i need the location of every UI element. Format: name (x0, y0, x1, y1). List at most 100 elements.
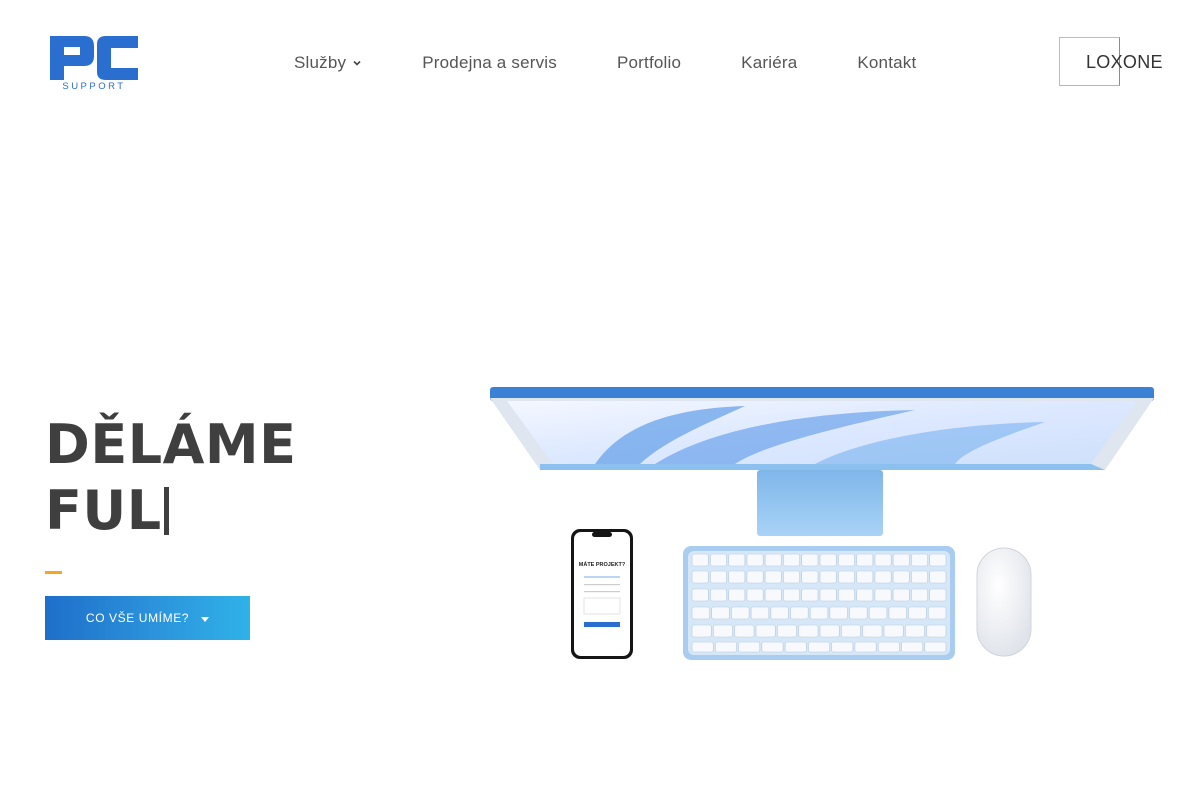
cta-label: CO VŠE UMÍME? (85, 611, 190, 625)
hero-title-typed-text: FUL (45, 479, 162, 542)
keyboard-key (746, 570, 764, 584)
keyboard-key (691, 624, 712, 638)
keyboard-key (746, 588, 764, 602)
nav-item-kariera[interactable]: Kariéra (741, 53, 797, 73)
hero-title-line-1: DĚLÁME (45, 413, 297, 476)
keyboard-key (784, 641, 807, 653)
keyboard-key (927, 606, 947, 620)
keyboard-key (829, 606, 848, 620)
keyboard-key (911, 588, 928, 602)
keyboard-key (783, 570, 800, 584)
keyboard-key (783, 588, 800, 602)
keyboard-key (731, 606, 750, 620)
keyboard-key (755, 624, 776, 638)
caret-down-icon (201, 616, 210, 622)
hero-title-line-2: FUL (45, 478, 297, 544)
keyboard-key (819, 588, 837, 602)
keyboard-key (770, 606, 789, 620)
keyboard-key (840, 624, 861, 638)
keyboard-key (892, 553, 910, 567)
keyboard-key (734, 624, 755, 638)
logo-tagline: SUPPORT (62, 81, 125, 90)
keyboard-key (808, 641, 830, 653)
keyboard-key (713, 624, 733, 638)
keyboard-key (738, 641, 761, 653)
keyboard-key (710, 570, 727, 584)
keyboard (683, 546, 955, 660)
nav-item-prodejna[interactable]: Prodejna a servis (422, 53, 557, 73)
keyboard-key (856, 588, 874, 602)
keyboard-key (750, 606, 770, 620)
keyboard-key (809, 606, 829, 620)
chevron-down-icon (353, 60, 361, 66)
logo-c-mark (97, 36, 138, 80)
keyboard-key (856, 553, 874, 567)
keyboard-key (888, 606, 907, 620)
keyboard-key (929, 588, 947, 602)
keyboard-key (715, 641, 737, 653)
keyboard-key (849, 606, 868, 620)
nav-item-label: Kariéra (741, 53, 798, 72)
keyboard-key (691, 570, 709, 584)
keyboard-key (856, 570, 874, 584)
keyboard-key (801, 588, 819, 602)
phone-screen-heading: MÁTE PROJEKT? (579, 561, 626, 568)
keyboard-key (874, 570, 892, 584)
hero-title: DĚLÁME FUL (45, 412, 297, 544)
keyboard-key (837, 553, 855, 567)
keyboard-key (868, 606, 888, 620)
services-cta-button[interactable]: CO VŠE UMÍME? (45, 596, 250, 640)
keyboard-key (819, 624, 840, 638)
keyboard-key (904, 624, 925, 638)
keyboard-key (710, 553, 727, 567)
nav-item-sluzby[interactable]: Služby (294, 53, 362, 73)
typing-caret (163, 487, 169, 535)
keyboard-key (801, 570, 819, 584)
logo-p-mark (50, 36, 94, 80)
loxone-button-frame[interactable] (1059, 37, 1120, 86)
keyboard-key (874, 553, 892, 567)
keyboard-key (883, 624, 904, 638)
keyboard-key (877, 641, 900, 653)
keyboard-key (911, 553, 928, 567)
keyboard-key (926, 624, 947, 638)
keyboard-key (746, 553, 764, 567)
keyboard-key (819, 570, 837, 584)
keyboard-key (837, 588, 855, 602)
keyboard-key (929, 570, 947, 584)
keyboard-key (911, 570, 928, 584)
keyboard-key (761, 641, 784, 653)
keyboard-key (892, 588, 910, 602)
nav-item-label: Kontakt (857, 53, 917, 72)
imac-monitor (490, 387, 1154, 536)
keyboard-key (837, 570, 855, 584)
nav-item-portfolio[interactable]: Portfolio (617, 53, 681, 73)
keyboard-key (764, 588, 782, 602)
loxone-button[interactable]: LOXONE (1086, 52, 1163, 72)
hero-illustration: MÁTE PROJEKT? (490, 387, 1154, 660)
keyboard-key (728, 553, 746, 567)
keyboard-key (691, 588, 709, 602)
keyboard-key (862, 624, 883, 638)
keyboard-key (924, 641, 947, 653)
keyboard-key (801, 553, 819, 567)
keyboard-key (710, 588, 727, 602)
keyboard-key (892, 570, 910, 584)
keyboard-key (691, 606, 711, 620)
accent-divider (45, 571, 62, 574)
keyboard-key (711, 606, 730, 620)
keyboard-key (764, 553, 782, 567)
nav-item-kontakt[interactable]: Kontakt (857, 53, 916, 73)
magic-mouse (976, 547, 1032, 657)
nav-item-label: Prodejna a servis (422, 53, 557, 72)
keyboard-key (728, 570, 746, 584)
keyboard-key (908, 606, 927, 620)
keyboard-key (929, 553, 947, 567)
keyboard-key (854, 641, 877, 653)
keyboard-key (691, 641, 714, 653)
keyboard-key (798, 624, 819, 638)
keyboard-key (764, 570, 782, 584)
keyboard-key (783, 553, 800, 567)
keyboard-key (790, 606, 809, 620)
pc-support-logo[interactable]: SUPPORT (50, 36, 138, 90)
